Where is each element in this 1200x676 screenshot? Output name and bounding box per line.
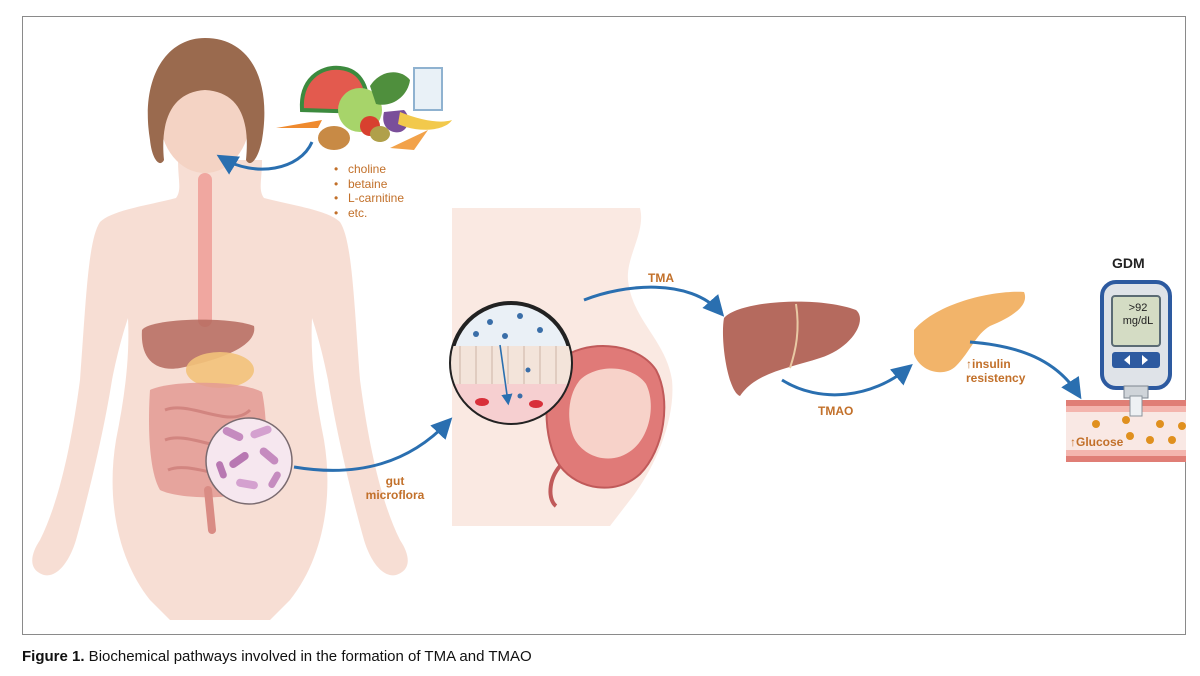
gdm-title: GDM bbox=[1112, 255, 1145, 271]
blood-vessel bbox=[1066, 400, 1186, 462]
cervix bbox=[548, 464, 562, 508]
gut-microflora-label: gut microflora bbox=[365, 474, 425, 502]
nutrient-item: etc. bbox=[334, 206, 404, 221]
liver bbox=[722, 301, 860, 396]
gut-microflora-magnifier bbox=[205, 417, 293, 505]
glucose-dot bbox=[1122, 416, 1130, 424]
pizza-slice bbox=[390, 130, 428, 150]
glucose-dot bbox=[1178, 422, 1186, 430]
intestinal-wall-magnifier bbox=[449, 301, 573, 425]
nutrient-list: choline betaine L-carnitine etc. bbox=[334, 162, 404, 220]
figure-caption: Figure 1. Biochemical pathways involved … bbox=[22, 648, 532, 665]
tmao-label: TMAO bbox=[818, 404, 854, 418]
glucometer bbox=[1100, 280, 1172, 417]
carrot bbox=[276, 120, 322, 128]
avocado bbox=[370, 126, 390, 142]
glucose-dot bbox=[1092, 420, 1100, 428]
meter-reading-unit: mg/dL bbox=[1122, 315, 1154, 327]
diet-arrow bbox=[216, 141, 314, 175]
tma-label: TMA bbox=[648, 271, 674, 285]
tma-arrow bbox=[583, 285, 725, 317]
nutrient-item: choline bbox=[334, 162, 404, 177]
woman-hair bbox=[147, 38, 265, 164]
meter-display: >92 mg/dL bbox=[1113, 302, 1163, 328]
tmao-arrow bbox=[781, 363, 913, 397]
nutrient-item: L-carnitine bbox=[334, 191, 404, 206]
insulin-arrow bbox=[969, 340, 1082, 400]
milk-carton bbox=[413, 67, 443, 111]
pancreas bbox=[914, 291, 1026, 373]
fetus bbox=[569, 368, 651, 459]
burger bbox=[318, 126, 350, 150]
caption-prefix: Figure 1. bbox=[22, 648, 85, 665]
food-illustration bbox=[276, 65, 452, 150]
kale-leaves bbox=[370, 72, 410, 105]
gut-to-intestine-arrow bbox=[293, 417, 453, 472]
stomach-organ bbox=[186, 352, 254, 388]
glucose-dot bbox=[1126, 432, 1134, 440]
nutrient-item: betaine bbox=[334, 177, 404, 192]
insulin-resistency-label: ↑insulin resistency bbox=[966, 357, 1026, 385]
banana bbox=[398, 112, 452, 130]
caption-text: Biochemical pathways involved in the for… bbox=[84, 648, 532, 665]
meter-reading-value: >92 bbox=[1128, 302, 1148, 314]
glucose-label: ↑Glucose bbox=[1070, 435, 1124, 449]
rectum-organ bbox=[204, 486, 216, 534]
glucose-dot bbox=[1146, 436, 1154, 444]
liver-organ bbox=[141, 319, 255, 369]
glucose-dot bbox=[1168, 436, 1176, 444]
glucose-dot bbox=[1156, 420, 1164, 428]
